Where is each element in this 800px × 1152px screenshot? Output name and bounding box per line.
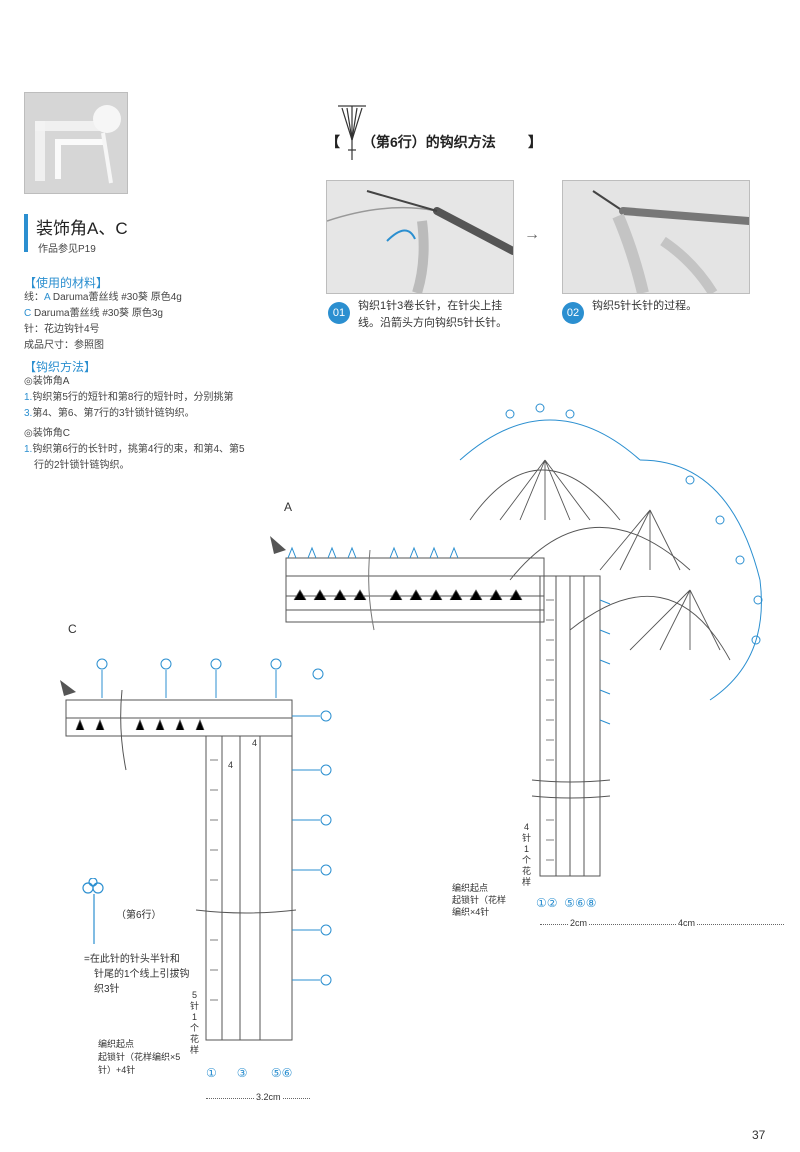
diagram-c-start-marker <box>60 680 76 696</box>
diagram-c-stitches <box>75 718 218 1001</box>
step2-photo <box>562 180 750 294</box>
diagram-c-label: C <box>68 622 77 636</box>
diagram-a-rows-label: 4 针 1 个 花 样 <box>522 822 532 887</box>
howto-bracket-close: 】 <box>528 134 542 150</box>
method-a-step: 3.第4、第6、第7行的3针锁针链钩织。 <box>24 408 195 419</box>
diagram-a-dim1: 2cm <box>568 918 590 928</box>
method-a: ◎装饰角A 1.钩织第5行的短针和第8行的短针时，分别挑第 3.第4、第6、第7… <box>24 374 274 422</box>
diagram-a-stitches <box>293 589 554 861</box>
material-line: 针：花边钩针4号 <box>24 324 100 335</box>
step1-photo <box>326 180 514 294</box>
method-a-step: 1.钩织第5行的短针和第8行的短针时，分别挑第 <box>24 392 234 403</box>
row6-stitch-symbol-icon <box>338 105 366 160</box>
method-c-step: 行的2针锁针链钩织。 <box>34 460 130 471</box>
diagram-c-rows-label: 5 针 1 个 花 样 <box>190 990 200 1055</box>
diagram-a-blue-edge <box>287 546 611 725</box>
diagram-c-blue-edge <box>96 658 332 986</box>
method-a-title: ◎装饰角A <box>24 376 70 387</box>
page-title: 装饰角A、C <box>36 219 128 238</box>
step2-number: 02 <box>562 302 584 324</box>
material-line: 线：A Daruma蕾丝线 #30葵 原色4g <box>24 292 182 303</box>
diagram-a <box>270 403 763 877</box>
diagram-c-border <box>65 689 297 1041</box>
diagram-c <box>60 658 332 1041</box>
step1-caption: 钩织1针3卷长针，在针尖上挂 线。沿箭头方向钩织5针长针。 <box>358 300 508 329</box>
legend-row-label: （第6行） <box>116 910 162 921</box>
method-c: ◎装饰角C 1.钩织第6行的长针时，挑第4行的束，和第4、第5 行的2针锁针链钩… <box>24 426 274 474</box>
step1-number: 01 <box>328 302 350 324</box>
method-heading: 【钩织方法】 <box>24 360 97 374</box>
diagram-c-inner-num1: 4 <box>252 738 258 748</box>
product-photo <box>24 92 128 194</box>
diagram-a-dimension-line <box>540 924 784 925</box>
diagram-a-start-note: 编织起点 起锁针（花样 编织×4针 <box>452 883 507 917</box>
step-arrow: → <box>524 226 540 243</box>
howto-bracket-open: 【 <box>326 134 340 150</box>
diagram-a-row-markers: ①② ⑤⑥⑧ <box>536 896 597 910</box>
step2-caption: 钩织5针长针的过程。 <box>592 300 698 312</box>
diagram-c-inner-num2: 4 <box>228 760 234 770</box>
diagram-a-dim2: 4cm <box>676 918 698 928</box>
diagram-a-start-marker <box>270 536 286 554</box>
diagram-a-label: A <box>284 500 293 514</box>
picot-stitch-icon <box>82 878 104 944</box>
step2-hook-illustration <box>563 181 749 293</box>
title-accent-bar <box>24 214 28 252</box>
diagram-c-start-note: 编织起点 起锁针（花样编织×5 针）+4针 <box>98 1039 181 1075</box>
materials-list: 线：A Daruma蕾丝线 #30葵 原色4g C Daruma蕾丝线 #30葵… <box>24 290 264 354</box>
photo-lace-corner <box>25 93 127 193</box>
diagram-c-row-markers: ① ③ ⑤⑥ <box>206 1066 293 1080</box>
step1-hook-illustration <box>327 181 513 293</box>
method-c-title: ◎装饰角C <box>24 428 70 439</box>
reference-note: 作品参见P19 <box>38 244 96 255</box>
legend-text: =在此针的针头半针和 针尾的1个线上引拔钩 织3针 <box>84 954 190 995</box>
material-line: C Daruma蕾丝线 #30葵 原色3g <box>24 308 163 319</box>
method-c-step: 1.钩织第6行的长针时，挑第4行的束，和第4、第5 <box>24 444 245 455</box>
howto-heading: （第6行）的钩织方法 <box>362 134 496 150</box>
material-line: 成品尺寸：参照图 <box>24 340 104 351</box>
diagram-a-fan-corner <box>469 459 731 661</box>
page-number: 37 <box>752 1128 766 1142</box>
materials-heading: 【使用的材料】 <box>24 276 109 290</box>
diagram-c-dim: 3.2cm <box>254 1092 283 1102</box>
diagram-a-fan-outer <box>459 403 763 701</box>
